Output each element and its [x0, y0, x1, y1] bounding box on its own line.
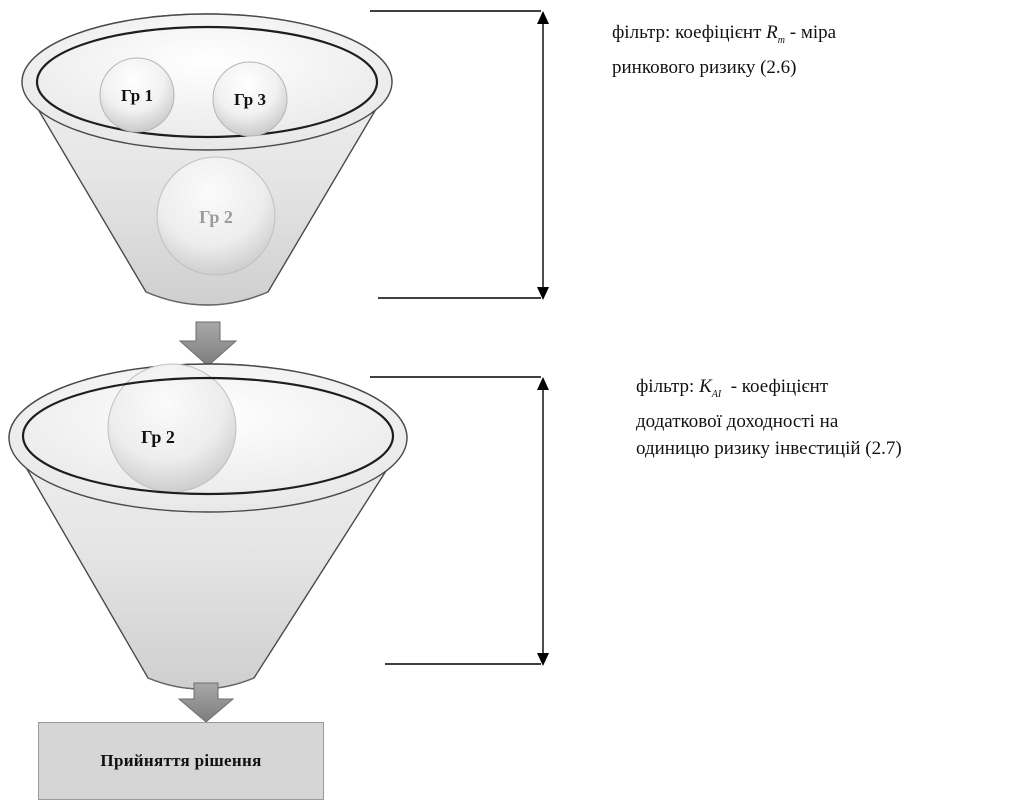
group-1-label: Гр 1	[121, 86, 153, 105]
filter-1-caption: фільтр: коефіцієнт Rm - міра ринкового р…	[612, 19, 836, 81]
group-2-bottom-label: Гр 2	[141, 427, 175, 447]
filter-1-variable: R	[766, 22, 778, 43]
filter-2-caption-line-2: додаткової доходності на	[636, 411, 839, 432]
funnel-bottom-inner-rim	[21, 376, 395, 496]
filter-2-suffix: - коефіцієнт	[721, 376, 829, 397]
decision-box: Прийняття рішення	[38, 722, 324, 800]
decision-label: Прийняття рішення	[100, 751, 262, 770]
group-2-top-label: Гр 2	[199, 207, 233, 227]
down-arrow-1	[178, 321, 238, 367]
bracket-1-arrowhead-down	[537, 287, 549, 300]
filter-2-prefix: фільтр:	[636, 376, 700, 397]
down-arrow-2	[177, 682, 235, 723]
bracket-1-arrowhead-up	[537, 11, 549, 24]
bracket-2-arrowhead-down	[537, 653, 549, 666]
group-ball-3: Гр 3	[212, 61, 288, 137]
filter-1-caption-line-1: фільтр: коефіцієнт Rm - міра	[612, 19, 836, 54]
range-bracket-2	[370, 376, 544, 665]
filter-2-variable: K	[699, 376, 712, 397]
filter-2-caption-line-1: фільтр: KAI - коефіцієнт	[636, 373, 902, 408]
group-ball-2-top: Гр 2	[156, 156, 276, 276]
group-ball-1: Гр 1	[99, 57, 175, 133]
filter-1-suffix: - міра	[785, 22, 837, 43]
bracket-2-arrowhead-up	[537, 377, 549, 390]
filter-2-variable-subscript: AI	[711, 389, 722, 400]
filter-2-caption-line-3: одиницю ризику інвестицій (2.7)	[636, 438, 902, 459]
filter-1-prefix: фільтр: коефіцієнт	[612, 22, 767, 43]
filter-2-caption: фільтр: KAI - коефіцієнт додаткової дохо…	[636, 373, 902, 462]
group-3-label: Гр 3	[234, 90, 266, 109]
range-bracket-1	[370, 10, 544, 299]
filter-1-caption-line-2: ринкового ризику (2.6)	[612, 57, 797, 78]
filter-1-variable-subscript: m	[777, 35, 785, 46]
